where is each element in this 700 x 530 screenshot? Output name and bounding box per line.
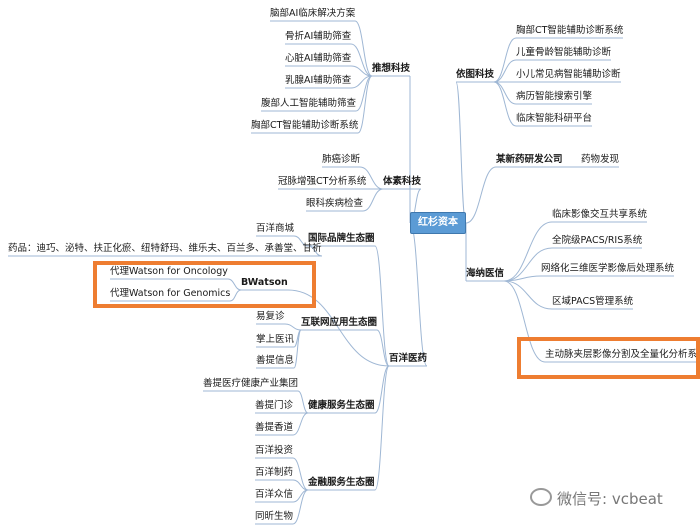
connector-line (493, 59, 517, 83)
leaf-tuixiang-4: 腹部人工智能辅助筛查 (261, 98, 357, 109)
leaf-tuixiang-2: 心脏AI辅助筛查 (285, 53, 352, 64)
connector-line (503, 280, 546, 363)
connector-line (455, 81, 467, 224)
branch-baiyang[interactable]: 百洋医药 (389, 353, 428, 364)
connector-line (350, 43, 373, 77)
connector-line (292, 479, 309, 491)
leaf-finance-0: 百洋投资 (255, 445, 294, 456)
connector-line (374, 245, 390, 367)
branch-pharma[interactable]: 某新药研发公司 (496, 154, 563, 165)
sub-intl[interactable]: 国际品牌生态圈 (308, 233, 375, 244)
leaf-health-2: 善提香道 (255, 422, 294, 433)
sub-internet[interactable]: 互联网应用生态圈 (301, 317, 378, 328)
connector-line (354, 20, 373, 77)
leaf-yitu-3: 病历智能搜索引擎 (516, 91, 593, 102)
leaf-haina-0: 临床影像交互共享系统 (552, 209, 648, 220)
sub-finance[interactable]: 金融服务生态圈 (308, 477, 375, 488)
connector-line (503, 221, 553, 282)
leaf-internet-2: 善提信息 (256, 355, 295, 366)
connector-line (493, 81, 517, 127)
connector-line (292, 457, 309, 491)
leaf-health-0: 善提医疗健康产业集团 (203, 378, 299, 389)
connector-line (503, 247, 553, 282)
connector-line (374, 365, 390, 491)
leaf-tuixiang-3: 乳腺AI辅助筛查 (285, 75, 352, 86)
leaf-tisu-1: 冠脉增强CT分析系统 (278, 176, 367, 187)
leaf-tisu-0: 肺癌诊断 (322, 154, 361, 165)
leaf-intl-1: 药品：迪巧、泌特、扶正化瘀、纽特舒玛、维乐夫、百兰多、承善堂、甘祈 (8, 243, 322, 254)
connector-line (357, 75, 373, 134)
root-node[interactable]: 红杉资本 (410, 212, 466, 234)
leaf-yitu-4: 临床智能科研平台 (516, 113, 593, 124)
leaf-tuixiang-0: 脑部AI临床解决方案 (270, 8, 356, 19)
sub-health[interactable]: 健康服务生态圈 (308, 400, 375, 411)
leaf-internet-0: 易复诊 (256, 311, 285, 322)
connector-line (284, 323, 302, 331)
leaf-bwatson-0: 代理Watson for Oncology (110, 266, 228, 277)
connector-line (362, 188, 384, 212)
leaf-yitu-2: 小儿常见病智能辅助诊断 (516, 69, 621, 80)
connector-line (229, 289, 242, 302)
connector-line (465, 166, 497, 224)
leaf-yitu-0: 胸部CT智能辅助诊断系统 (516, 25, 624, 36)
connector-line (293, 235, 309, 247)
branch-yitu[interactable]: 依图科技 (456, 69, 495, 80)
connector-line (350, 65, 373, 77)
leaf-pharma-0: 药物发现 (581, 154, 620, 165)
leaf-yitu-1: 儿童骨龄智能辅助诊断 (516, 47, 612, 58)
leaf-internet-1: 掌上医讯 (256, 334, 295, 345)
branch-haina[interactable]: 海纳医信 (466, 268, 505, 279)
leaf-tisu-2: 眼科疾病检查 (306, 198, 364, 209)
leaf-tuixiang-1: 骨折AI辅助筛查 (285, 31, 352, 42)
leaf-finance-3: 同昕生物 (255, 511, 294, 522)
connector-line (307, 245, 323, 257)
connector-line (359, 166, 384, 190)
leaf-haina-3: 区域PACS管理系统 (552, 296, 634, 307)
highlight-box-bwatson (93, 261, 316, 308)
leaf-finance-1: 百洋制药 (255, 467, 294, 478)
leaf-haina-1: 全院级PACS/RIS系统 (552, 235, 643, 246)
branch-tuixiang[interactable]: 推想科技 (372, 63, 411, 74)
connector-line (355, 75, 373, 112)
connector-line (292, 489, 309, 525)
branch-tisu[interactable]: 体素科技 (383, 176, 422, 187)
connector-line (287, 289, 390, 367)
connector-line (503, 280, 553, 310)
connector-line (493, 37, 517, 83)
connector-line (297, 390, 309, 414)
connector-line (493, 81, 517, 105)
leaf-haina-4: 主动脉夹层影像分割及全量化分析系统 (545, 349, 700, 360)
connector-line (292, 412, 309, 436)
connector-line (293, 329, 302, 369)
connector-line (409, 222, 428, 367)
leaf-finance-2: 百洋众信 (255, 489, 294, 500)
leaf-haina-2: 网络化三维医学影像后处理系统 (541, 263, 675, 274)
watermark: 微信号: vcbeat (530, 488, 663, 509)
leaf-bwatson-1: 代理Watson for Genomics (110, 288, 231, 299)
connector-line (227, 278, 242, 291)
leaf-health-1: 善提门诊 (255, 400, 294, 411)
leaf-tuixiang-5: 胸部CT智能辅助诊断系统 (251, 120, 359, 131)
sub-bwatson[interactable]: BWatson (241, 277, 288, 288)
leaf-intl-0: 百洋商城 (256, 223, 295, 234)
wechat-icon (530, 488, 552, 506)
highlight-box-aorta (517, 337, 700, 379)
connector-line (376, 329, 390, 367)
connector-line (350, 75, 373, 89)
